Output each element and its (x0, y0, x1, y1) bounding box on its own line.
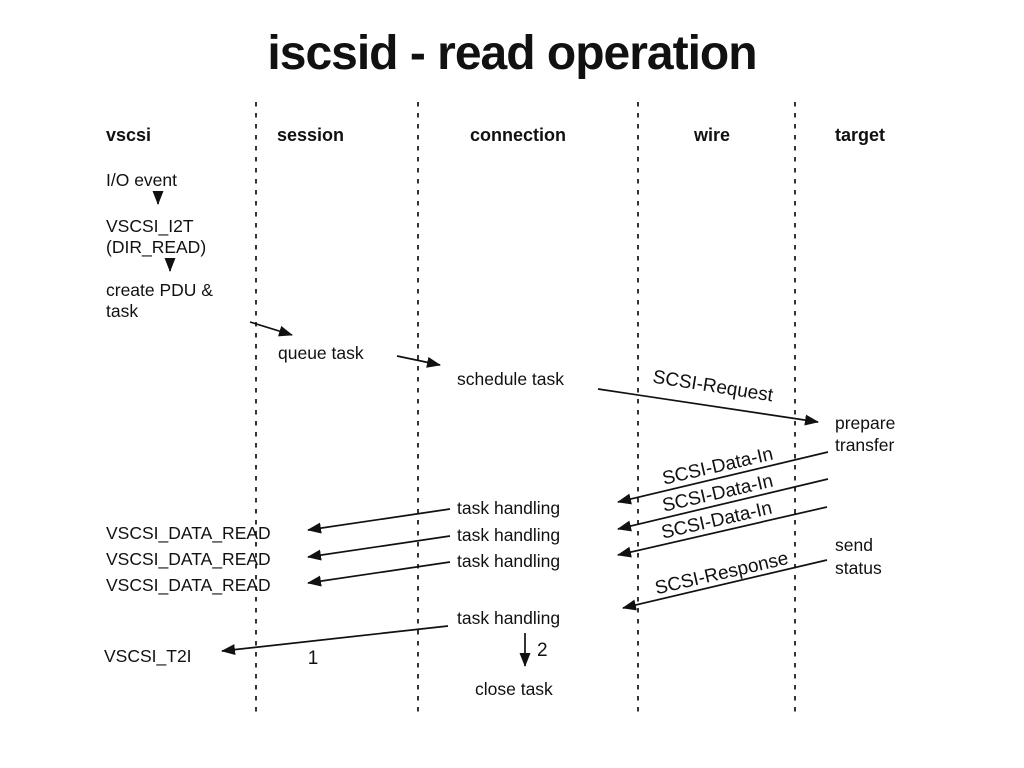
label-vscsi-data-read-3: VSCSI_DATA_READ (106, 575, 271, 596)
column-header-vscsi: vscsi (106, 125, 151, 145)
label-step-2: 2 (537, 640, 548, 661)
arrow-scsi-data-in-1 (617, 451, 829, 505)
page-title: iscsid - read operation (267, 27, 757, 80)
column-header-session: session (277, 125, 344, 145)
label-io-event: I/O event (106, 170, 177, 190)
arrow-scsi-request (597, 388, 819, 426)
label-close-task: close task (475, 679, 553, 699)
label-task-handling-4: task handling (457, 608, 560, 628)
arrow-task-to-data-read-3 (307, 561, 451, 587)
label-queue-task: queue task (278, 343, 364, 363)
arrow-create-to-queue (249, 321, 293, 337)
arrow-task-to-data-read-1 (307, 508, 451, 534)
label-task-handling-1: task handling (457, 498, 560, 518)
column-header-target: target (835, 125, 885, 145)
label-step-1: 1 (308, 648, 319, 669)
label-create-pdu-line1: create PDU & (106, 280, 213, 300)
label-schedule-task: schedule task (457, 369, 564, 389)
label-send-line2: status (835, 558, 882, 578)
arrow-scsi-data-in-2 (617, 478, 829, 532)
column-header-wire: wire (693, 125, 730, 145)
label-create-pdu-line2: task (106, 301, 138, 321)
label-send-line1: send (835, 535, 873, 555)
arrow-queue-to-schedule (396, 355, 441, 368)
label-prepare-line1: prepare (835, 413, 895, 433)
arrow-task-to-t2i (221, 625, 449, 656)
arrow-task-to-data-read-2 (307, 535, 451, 561)
label-task-handling-3: task handling (457, 551, 560, 571)
label-vscsi-t2i: VSCSI_T2I (104, 646, 192, 667)
label-vscsi-data-read-1: VSCSI_DATA_READ (106, 523, 271, 544)
label-task-handling-2: task handling (457, 525, 560, 545)
arrow-scsi-data-in-3 (617, 506, 828, 558)
label-vscsi-i2t: VSCSI_I2T (106, 216, 194, 237)
label-dir-read: (DIR_READ) (106, 237, 206, 258)
column-header-connection: connection (470, 125, 566, 145)
label-prepare-line2: transfer (835, 435, 894, 455)
arrow-scsi-response (622, 559, 828, 611)
label-vscsi-data-read-2: VSCSI_DATA_READ (106, 549, 271, 570)
